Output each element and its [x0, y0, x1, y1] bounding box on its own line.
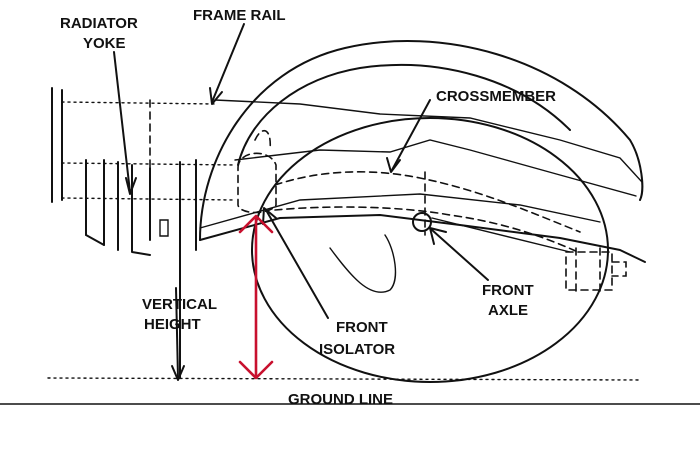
- front-wheel-drawing: [199, 40, 644, 383]
- ground-line-drawing: [0, 377, 700, 405]
- front-axle-label-line2: AXLE: [488, 302, 528, 319]
- front-isolator-drawing: [237, 129, 277, 214]
- ground-line-label: GROUND LINE: [288, 391, 393, 408]
- vertical-height-measurement-arrow: [238, 214, 274, 380]
- crossmember-drawing: [274, 171, 581, 253]
- vertical-height-label-line1: VERTICAL: [142, 296, 217, 313]
- radiator-yoke-label-line2: YOKE: [83, 35, 126, 52]
- front-axle-drawing: [412, 212, 571, 253]
- frame-rail-label: FRAME RAIL: [193, 7, 286, 24]
- radiator-yoke-drawing: [51, 87, 197, 379]
- spring-clamp-drawing: [565, 247, 627, 293]
- vertical-height-label-line2: HEIGHT: [144, 316, 201, 333]
- crossmember-label: CROSSMEMBER: [436, 88, 556, 105]
- front-isolator-label-line1: FRONT: [336, 319, 388, 336]
- front-isolator-label-line2: ISOLATOR: [319, 341, 395, 358]
- radiator-yoke-label-line1: RADIATOR: [60, 15, 138, 32]
- front-axle-label-line1: FRONT: [482, 282, 534, 299]
- leader-lines: [113, 23, 489, 381]
